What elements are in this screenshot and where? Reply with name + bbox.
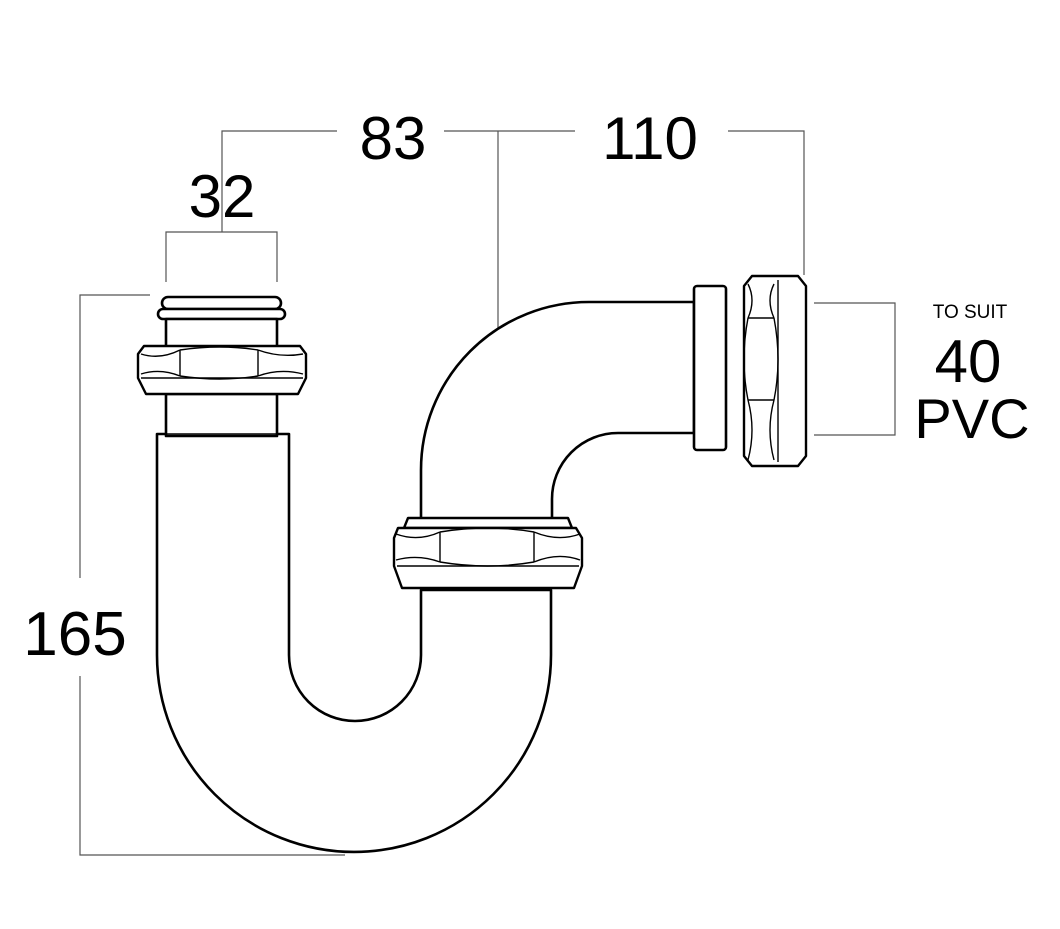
dim-165-line-bottom — [79, 676, 345, 856]
dim-83-label: 83 — [360, 105, 427, 172]
middle-nut-facets — [395, 527, 581, 567]
dim-32-bracket — [165, 231, 278, 282]
inlet-top-ring — [156, 307, 287, 321]
outlet-collar — [692, 284, 728, 452]
middle-nut-top-ring — [402, 516, 574, 530]
dim-110-label: 110 — [602, 105, 698, 172]
dim-110-line-right — [728, 130, 805, 275]
trap-body — [155, 295, 696, 854]
inlet-neck — [164, 317, 279, 349]
inlet-nut — [136, 344, 308, 396]
inlet-nut-facets — [140, 346, 304, 380]
outlet-connector — [692, 274, 808, 468]
outlet-note-line3: PVC — [914, 387, 1029, 450]
outlet-nut-facets — [743, 283, 779, 461]
outlet-nut-body — [742, 274, 808, 468]
middle-nut-body — [392, 526, 584, 590]
dim-83-line-left — [221, 130, 337, 232]
dim-40-bracket — [814, 302, 896, 436]
outlet-note-line1: TO SUIT — [933, 302, 1008, 323]
u-bend — [155, 432, 553, 854]
inlet-tail — [164, 392, 279, 438]
middle-nut — [392, 516, 584, 590]
upper-bend — [419, 300, 696, 522]
dim-32-label: 32 — [189, 163, 256, 230]
outlet-note-line2: 40 — [935, 328, 1002, 395]
dim-165-label: 165 — [23, 600, 126, 669]
inlet-top-lip — [160, 295, 283, 311]
dimension-lines — [79, 130, 896, 856]
dim-165-line-top — [79, 294, 150, 578]
inlet-nut-body — [136, 344, 308, 396]
